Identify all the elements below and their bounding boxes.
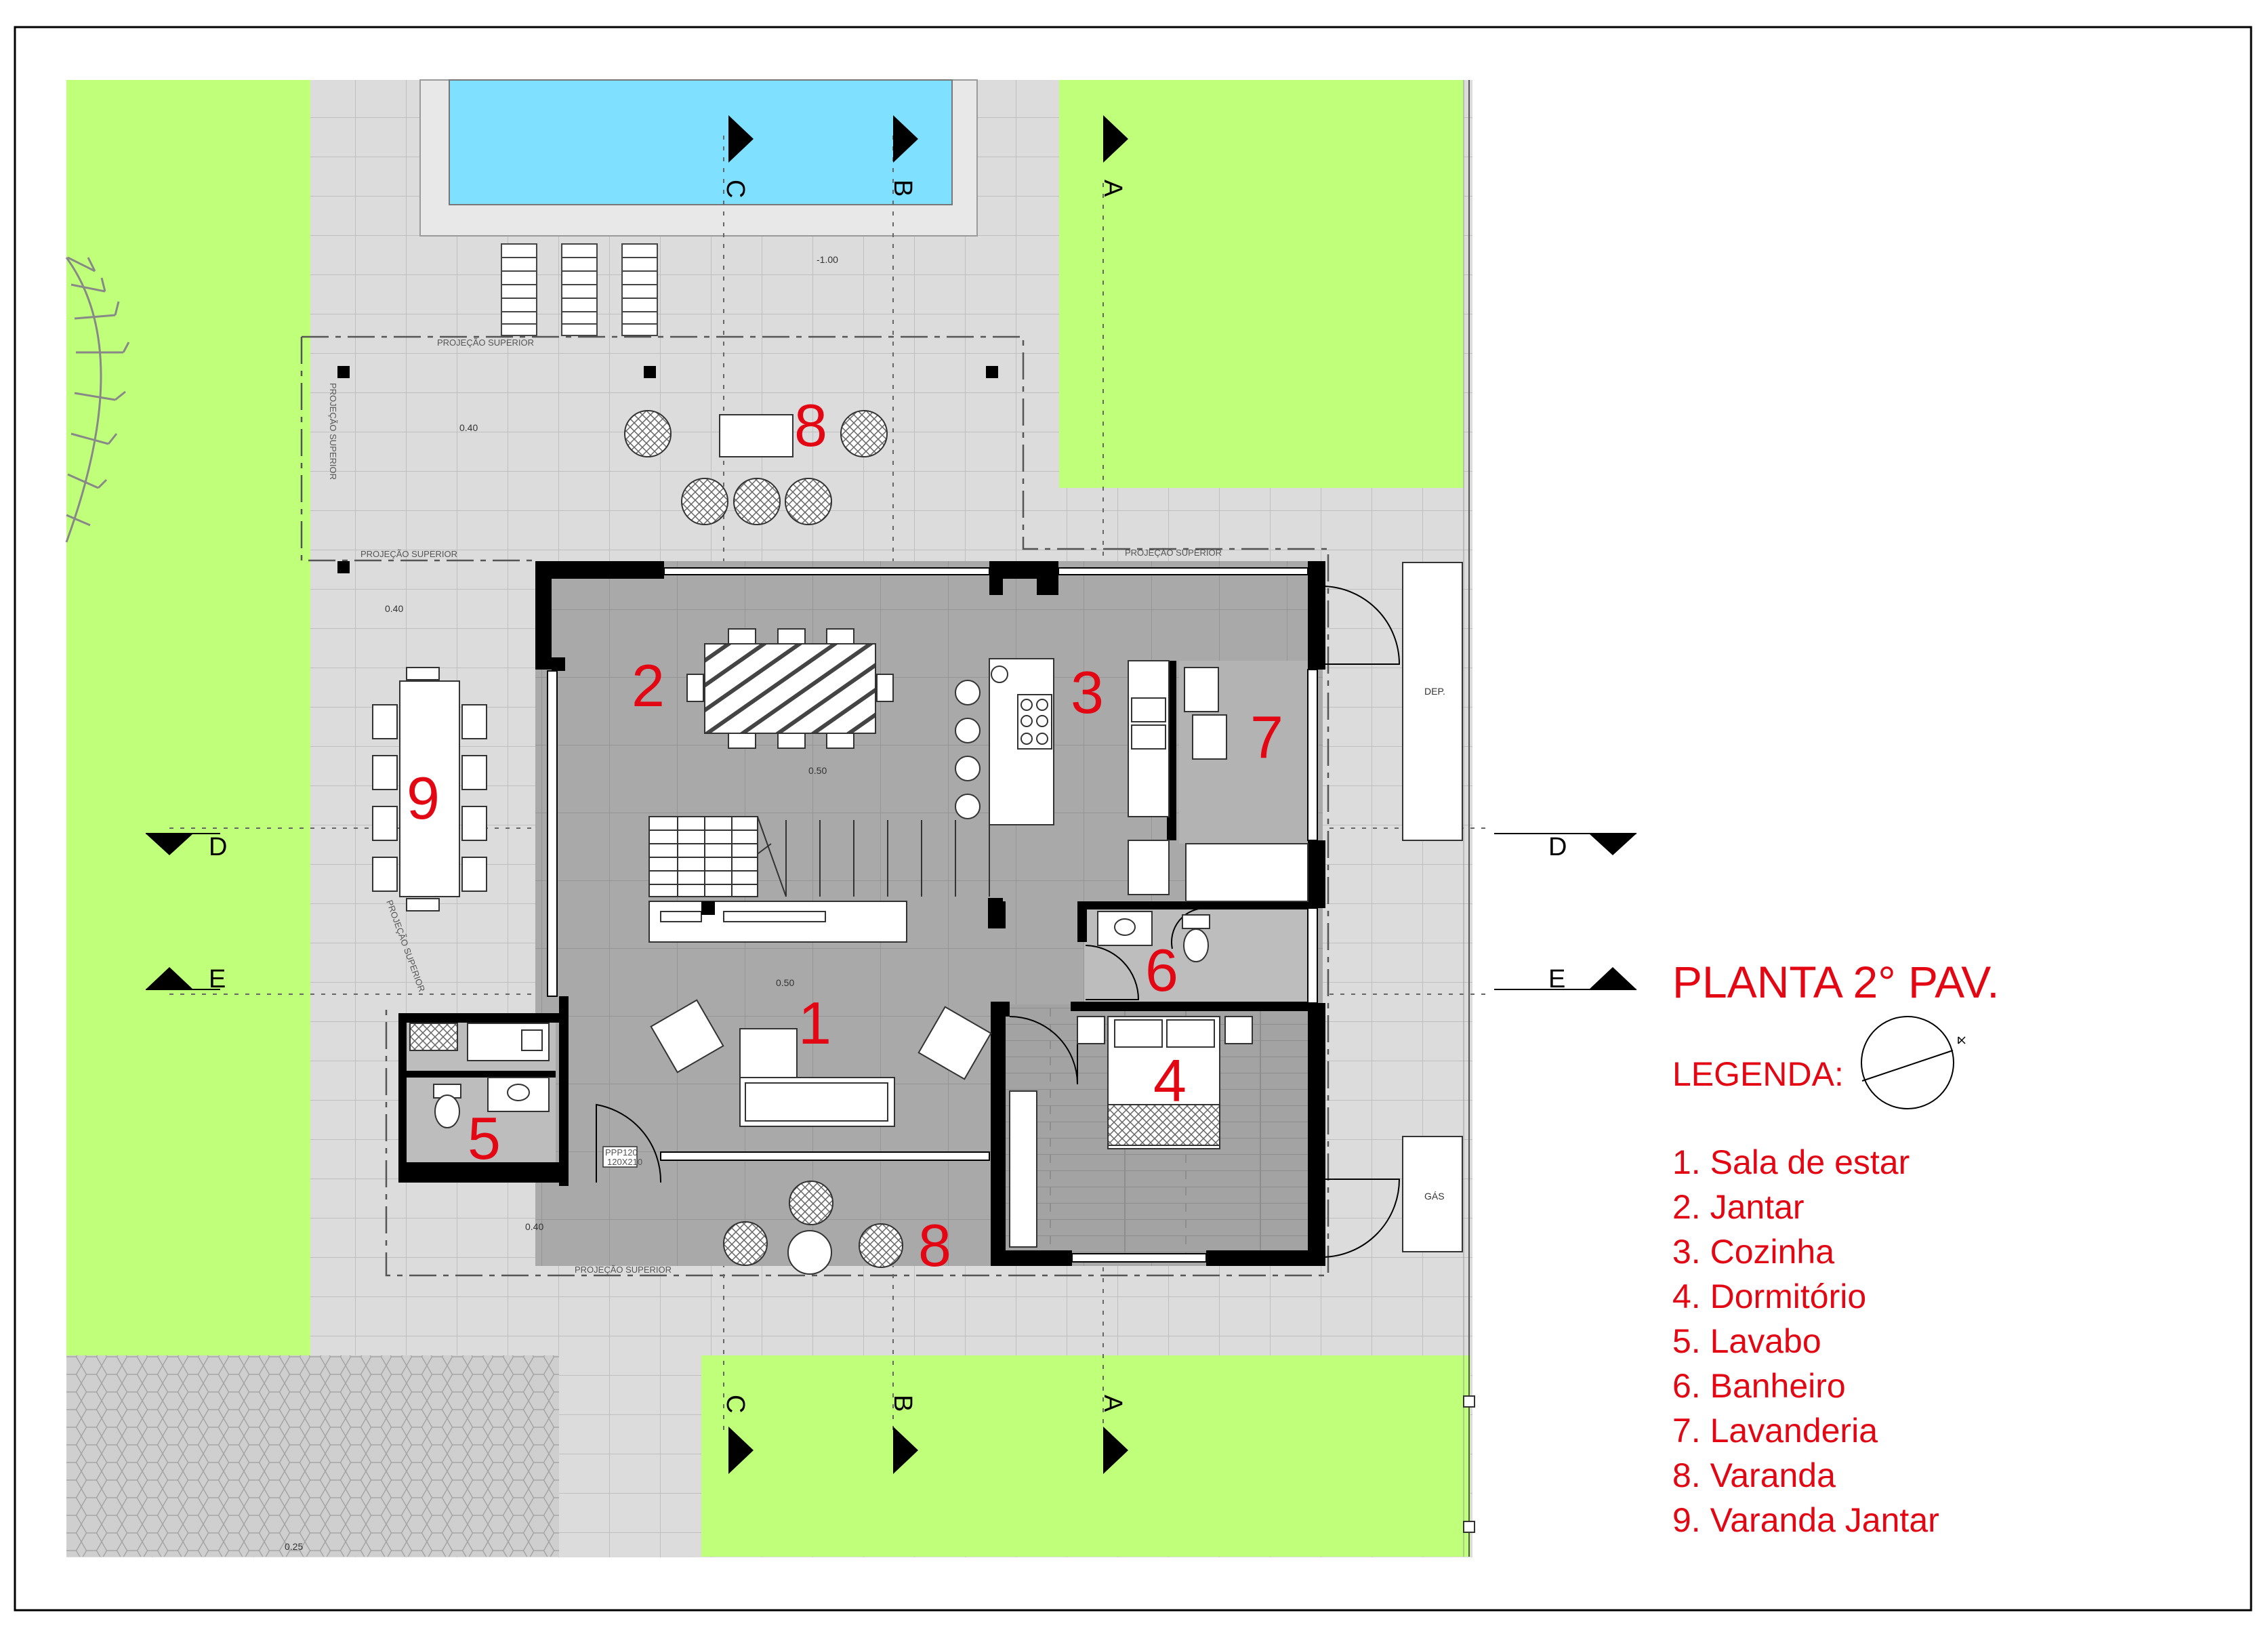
projection-label-mid: PROJEÇÃO SUPERIOR <box>360 549 457 559</box>
plan-title: PLANTA 2° PAV. <box>1672 957 2000 1007</box>
section-label-e-left: E <box>209 965 226 994</box>
legend-item-7: 7. Lavanderia <box>1672 1412 1878 1450</box>
tree-icon <box>65 256 130 543</box>
section-label-b-bottom: B <box>888 1395 917 1412</box>
room-number-6: 6 <box>1145 937 1178 1004</box>
section-label-d-left: D <box>209 833 227 861</box>
lawn-left <box>66 80 310 1355</box>
north-arrow-icon <box>1861 1016 1966 1109</box>
legend-item-9: 9. Varanda Jantar <box>1672 1501 1939 1539</box>
section-label-a-bottom: A <box>1098 1395 1127 1412</box>
room-number-9: 9 <box>407 764 440 832</box>
legend-list: 1. Sala de estar 2. Jantar 3. Cozinha 4.… <box>1672 1143 1939 1539</box>
walls <box>398 561 1325 1266</box>
level-sala: 0.50 <box>776 977 794 988</box>
living-room-furniture <box>650 999 992 1127</box>
legend-item-8: 8. Varanda <box>1672 1456 1836 1494</box>
section-label-c-bottom: C <box>721 1395 749 1413</box>
room-number-2: 2 <box>632 652 665 719</box>
dining-table <box>686 628 894 749</box>
kitchen-counter <box>1128 660 1170 895</box>
room-number-5: 5 <box>468 1105 501 1172</box>
gas-label: GÁS <box>1424 1191 1445 1202</box>
room-number-4: 4 <box>1153 1047 1187 1114</box>
legend-item-3: 3. Cozinha <box>1672 1233 1834 1271</box>
legend-item-5: 5. Lavabo <box>1672 1322 1821 1360</box>
section-label-a-top: A <box>1098 180 1127 197</box>
legend-item-2: 2. Jantar <box>1672 1188 1805 1226</box>
section-markers <box>146 115 1636 1474</box>
room-number-3: 3 <box>1071 659 1104 726</box>
projection-label-left: PROJEÇÃO SUPERIOR <box>328 383 338 480</box>
lawn-top-right <box>1059 80 1464 488</box>
legend-item-1: 1. Sala de estar <box>1672 1143 1910 1181</box>
dep-unit <box>1402 562 1463 841</box>
level-pool: -1.00 <box>817 254 838 265</box>
room-number-1: 1 <box>798 989 831 1057</box>
varanda-jantar-table <box>372 667 487 912</box>
pool <box>449 79 953 205</box>
dep-label: DEP. <box>1424 686 1445 697</box>
staircase <box>648 816 990 943</box>
room-number-7: 7 <box>1250 703 1283 771</box>
door-code: PPP120 <box>605 1147 638 1158</box>
outdoor-bistro-set <box>723 1181 903 1275</box>
level-varanda-bottom: 0.40 <box>525 1221 543 1232</box>
sun-loungers <box>501 243 658 336</box>
legend-item-4: 4. Dormitório <box>1672 1277 1866 1315</box>
level-varanda-top: 0.40 <box>459 422 478 433</box>
hex-paving <box>66 1355 559 1557</box>
bathroom-fixtures <box>1097 911 1210 962</box>
projection-label-top: PROJEÇÃO SUPERIOR <box>437 337 534 348</box>
room-number-8-bottom: 8 <box>918 1212 951 1279</box>
lavabo-fixtures <box>409 1023 550 1128</box>
projection-label-bottom: PROJEÇÃO SUPERIOR <box>575 1265 672 1275</box>
section-label-d-right: D <box>1548 833 1567 861</box>
legend-item-6: 6. Banheiro <box>1672 1367 1846 1405</box>
laundry-fixtures <box>1184 667 1308 902</box>
projection-label-right: PROJEÇÃO SUPERIOR <box>1125 548 1222 558</box>
windows <box>547 567 1318 1263</box>
doors <box>596 586 1401 1258</box>
section-label-e-right: E <box>1548 965 1565 994</box>
kitchen-island <box>955 658 1054 825</box>
level-jantar: 0.50 <box>808 765 827 776</box>
section-label-b-top: B <box>888 180 917 197</box>
section-label-c-top: C <box>721 180 749 198</box>
outdoor-dining-table <box>624 410 888 525</box>
legend-title: LEGENDA: <box>1672 1055 1844 1093</box>
room-number-8-top: 8 <box>794 392 827 459</box>
lawn-bottom <box>701 1355 1470 1557</box>
bedroom-furniture <box>1009 1016 1253 1248</box>
level-varanda-jantar: 0.40 <box>385 603 403 614</box>
level-hex: 0.25 <box>285 1541 303 1552</box>
door-size: 120X210 <box>607 1157 642 1167</box>
gas-unit <box>1402 1136 1463 1252</box>
